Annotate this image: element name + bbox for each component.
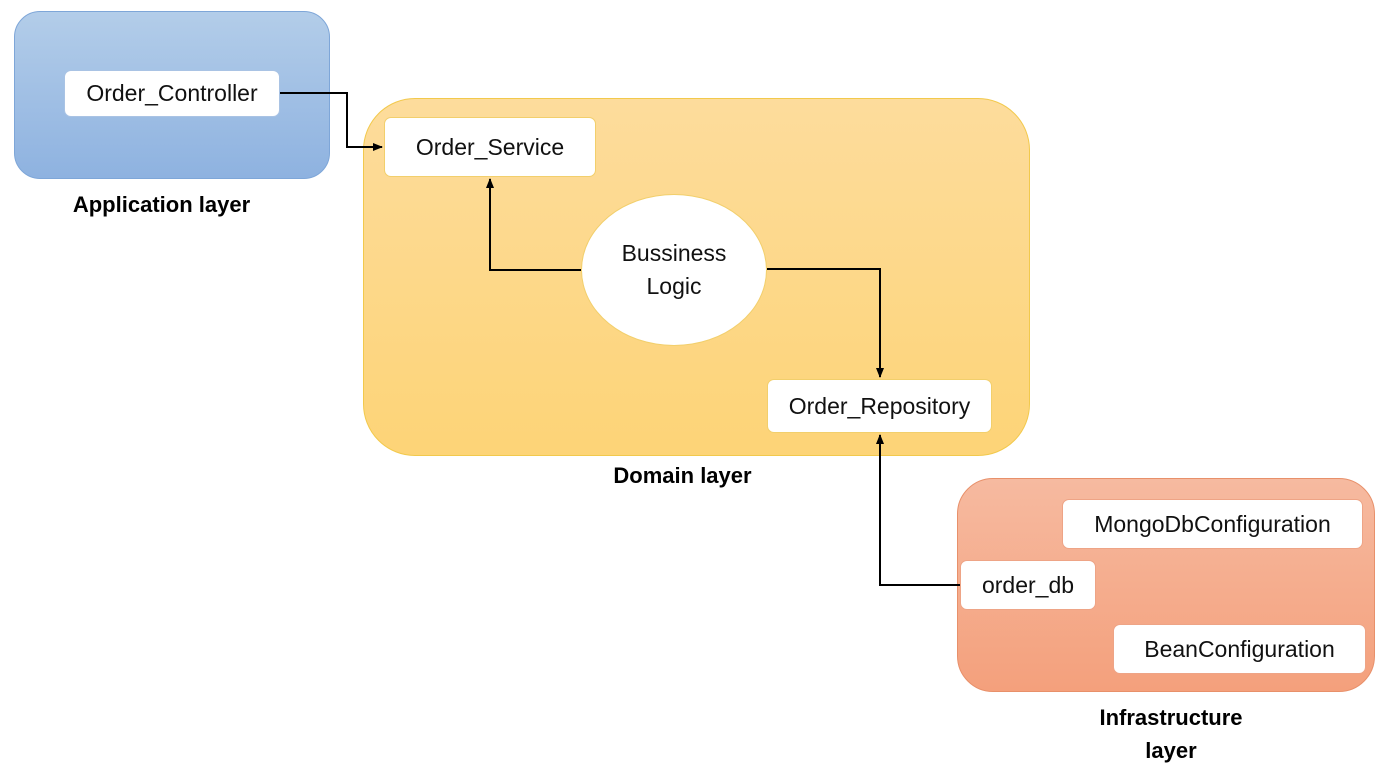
connector-logic-to-service [486,178,581,271]
order-controller-label: Order_Controller [86,80,258,106]
mongodb-configuration-node: MongoDbConfiguration [1062,499,1363,549]
business-logic-label-line1: Bussiness [621,240,727,266]
application-layer-label: Application layer [72,192,251,217]
domain-layer-label: Domain layer [613,463,752,488]
order-repository-label: Order_Repository [788,392,971,419]
business-logic-label-line2: Logic [646,273,702,299]
bean-configuration-node: BeanConfiguration [1113,624,1366,674]
order-repository-node: Order_Repository [767,379,992,433]
mongodb-configuration-label: MongoDbConfiguration [1094,510,1331,537]
connector-db-to-repository [876,434,960,586]
bean-configuration-label: BeanConfiguration [1144,635,1335,662]
order-controller-node: Order_Controller [64,70,280,117]
order-db-label: order_db [981,571,1075,598]
order-db-node: order_db [960,560,1096,610]
order-service-label: Order_Service [415,133,565,160]
connector-logic-to-repository [767,268,884,378]
infrastructure-layer-label: Infrastructure layer [1060,701,1282,767]
order-service-node: Order_Service [384,117,596,177]
business-logic-node: Bussiness Logic [581,194,767,346]
infrastructure-layer-label-line2: layer [1145,738,1197,763]
infrastructure-layer-label-line1: Infrastructure [1099,705,1243,730]
connector-controller-to-service [280,92,383,151]
